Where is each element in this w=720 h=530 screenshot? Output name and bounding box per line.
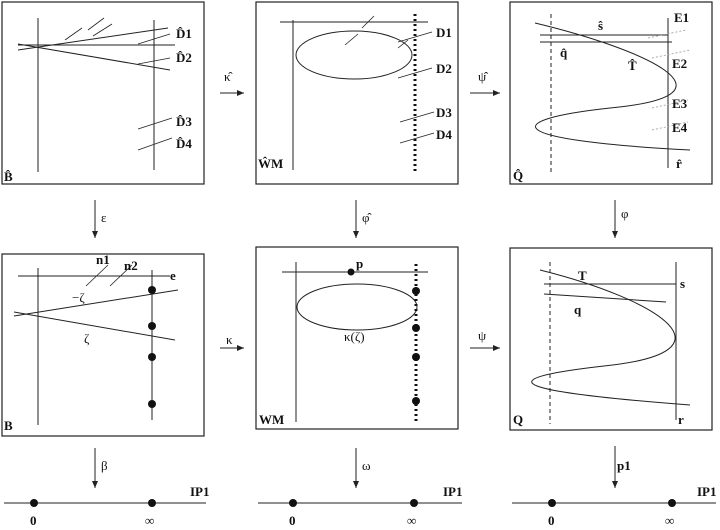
- curve-label-d3: D3: [436, 105, 452, 120]
- panel-w-label: WM: [259, 412, 284, 427]
- label-p1: IP1: [190, 484, 210, 499]
- point-label-p: p: [356, 256, 363, 271]
- arrow-psi: ψ: [470, 328, 500, 351]
- point-p: [347, 268, 355, 276]
- map-label-phi-hat: φ̂: [362, 210, 373, 225]
- label-infinity: ∞: [407, 513, 416, 528]
- map-label-phi: φ: [621, 206, 629, 221]
- curve-t-hat: [534, 22, 691, 151]
- line-label-r-hat: r̂: [676, 156, 682, 171]
- line-label-t-hat: T̂: [628, 58, 637, 73]
- curve-t: [531, 269, 691, 406]
- line-label-r: r: [678, 412, 684, 427]
- map-label-epsilon: ε: [101, 210, 107, 225]
- panel-b-hat: D̂1 D̂2 D̂3 D̂4 B̂: [1, 1, 205, 185]
- label-infinity: ∞: [145, 513, 154, 528]
- point-infinity: [148, 499, 156, 507]
- curve-label-d1-hat: D̂1: [176, 26, 192, 41]
- panel-w-hat-frame: [255, 1, 459, 185]
- panel-q-label: Q: [513, 412, 523, 427]
- special-point: [148, 353, 156, 361]
- curve-label-e3: E3: [672, 96, 688, 111]
- arrow-psi-hat: ψ̂: [470, 69, 500, 96]
- curve-label-d4: D4: [436, 127, 452, 142]
- curve-label-zeta: ζ: [84, 331, 90, 346]
- label-zero: 0: [30, 513, 37, 528]
- special-point: [412, 287, 420, 295]
- arrow-phi-hat: φ̂: [353, 200, 373, 238]
- panel-b-hat-frame: [1, 1, 205, 185]
- panel-b-label: B: [4, 418, 13, 433]
- projective-line-right: 0 ∞ IP1: [512, 484, 717, 528]
- arrow-omega: ω: [353, 448, 371, 488]
- line-label-n1: n1: [96, 252, 110, 267]
- panel-w-hat: D1 D2 D3 D4 ŴM: [255, 1, 459, 185]
- line-label-q-hat: q̂: [560, 45, 568, 60]
- curve-label-d2-hat: D̂2: [176, 50, 192, 65]
- label-p1: IP1: [697, 484, 717, 499]
- map-label-p1: p1: [617, 458, 631, 473]
- arrow-beta: β: [92, 448, 108, 488]
- special-point: [148, 322, 156, 330]
- arrow-kappa-hat: κ̂: [220, 69, 244, 96]
- curve-label-e4: E4: [672, 120, 688, 135]
- projective-line-left: 0 ∞ IP1: [4, 484, 210, 528]
- curve-label-minus-zeta: −ζ: [72, 290, 85, 305]
- curve-label-d2: D2: [436, 61, 452, 76]
- projective-line-middle: 0 ∞ IP1: [258, 484, 463, 528]
- arrow-epsilon: ε: [92, 200, 107, 238]
- point-zero: [289, 499, 297, 507]
- curve-label-kappa-zeta: κ(ζ): [344, 329, 365, 344]
- point-infinity: [410, 499, 418, 507]
- panel-w-frame: [255, 246, 459, 430]
- panel-q-frame: [509, 247, 713, 431]
- panel-b-hat-label: B̂: [4, 169, 13, 184]
- special-point: [412, 353, 420, 361]
- panel-b-frame: [1, 253, 205, 437]
- label-zero: 0: [548, 513, 555, 528]
- map-label-psi: ψ: [478, 328, 486, 343]
- curve-label-d1: D1: [436, 25, 452, 40]
- curve-label-d4-hat: D̂4: [176, 136, 192, 151]
- panel-w: p κ(ζ) WM: [255, 246, 459, 430]
- line-label-n2: n2: [124, 258, 138, 273]
- line-label-q: q: [574, 302, 582, 317]
- line-label-s-hat: ŝ: [598, 18, 603, 33]
- map-label-psi-hat: ψ̂: [478, 69, 489, 84]
- arrow-phi: φ: [612, 200, 629, 238]
- arrow-p1: p1: [612, 446, 631, 488]
- line-label-t: T: [578, 268, 587, 283]
- label-infinity: ∞: [665, 513, 674, 528]
- ellipse-w-hat: [295, 30, 413, 80]
- panel-q-hat-frame: [509, 1, 713, 185]
- map-label-kappa: κ: [226, 332, 233, 347]
- curve-label-e2: E2: [672, 56, 687, 71]
- line-label-s: s: [680, 276, 685, 291]
- map-label-beta: β: [101, 458, 108, 473]
- arrow-kappa: κ: [220, 332, 244, 351]
- label-p1: IP1: [443, 484, 463, 499]
- ellipse-w: [296, 283, 418, 331]
- panel-b: n1 n2 e −ζ ζ B: [1, 252, 205, 437]
- point-infinity: [668, 499, 676, 507]
- curve-label-e1: E1: [674, 10, 689, 25]
- special-point: [412, 324, 420, 332]
- map-label-kappa-hat: κ̂: [224, 69, 234, 84]
- line-label-e: e: [170, 268, 176, 283]
- special-point: [412, 397, 420, 405]
- panel-q-hat-label: Q̂: [513, 168, 523, 183]
- label-zero: 0: [289, 513, 296, 528]
- panel-q-hat: E1 E2 E3 E4 ŝ q̂ T̂ r̂ Q̂: [509, 1, 713, 185]
- panel-q: T s q r Q: [509, 247, 713, 431]
- curve-label-d3-hat: D̂3: [176, 114, 192, 129]
- special-point: [148, 286, 156, 294]
- map-label-omega: ω: [362, 458, 371, 473]
- point-zero: [30, 499, 38, 507]
- panel-w-hat-label: ŴM: [258, 156, 283, 171]
- special-point: [148, 400, 156, 408]
- point-zero: [548, 499, 556, 507]
